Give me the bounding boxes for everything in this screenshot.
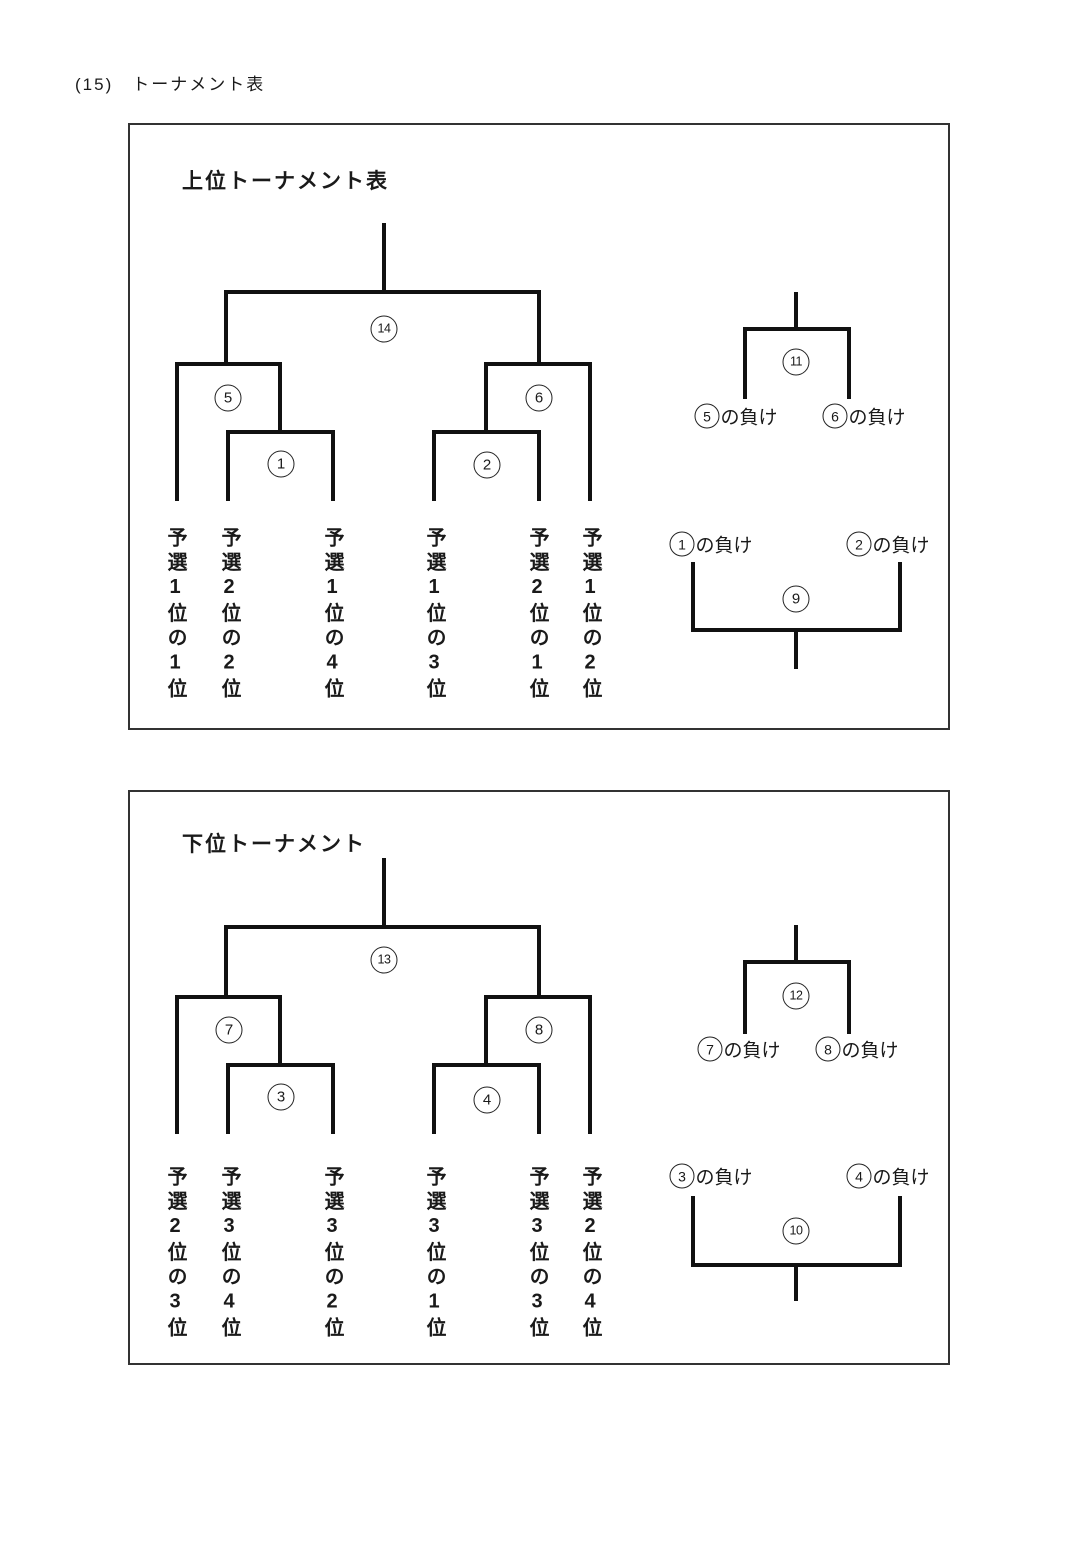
lower-panel-title: 下位トーナメント — [182, 833, 366, 856]
match-14-label: 14 — [370, 315, 398, 343]
entry-label: 予選2位の4位 — [579, 1166, 601, 1342]
match-6-number: 6 — [525, 384, 553, 412]
match-9-label: 9 — [782, 585, 810, 613]
loser-suffix: の負け — [872, 535, 930, 557]
entry-label: 予選2位の1位 — [526, 527, 548, 703]
match-12-label: 12 — [782, 982, 810, 1010]
entry-label: 予選3位の2位 — [321, 1166, 343, 1342]
match-5-number: 5 — [214, 384, 242, 412]
loser-suffix: の負け — [695, 1167, 753, 1189]
loser-suffix: の負け — [872, 1167, 930, 1189]
entry-label: 予選1位の3位 — [423, 527, 445, 703]
match-2-label: 2 — [473, 451, 501, 479]
match-2-number: 2 — [473, 451, 501, 479]
entry-label: 予選2位の2位 — [218, 527, 240, 703]
match-7-number: 7 — [215, 1016, 243, 1044]
loser-suffix: の負け — [695, 535, 753, 557]
loser-suffix: の負け — [720, 407, 778, 429]
match-13-label: 13 — [370, 946, 398, 974]
circled-1-icon: 1 — [669, 531, 695, 557]
circled-4-icon: 4 — [846, 1163, 872, 1189]
match-1-label: 1 — [267, 450, 295, 478]
match-3-number: 3 — [267, 1083, 295, 1111]
match-5-label: 5 — [214, 384, 242, 412]
loser-suffix: の負け — [723, 1040, 781, 1062]
match-14-number: 14 — [370, 315, 398, 343]
circled-7-icon: 7 — [697, 1036, 723, 1062]
match-12-number: 12 — [782, 982, 810, 1010]
entry-label: 予選1位の4位 — [321, 527, 343, 703]
lower-tournament-panel: 下位トーナメント — [128, 790, 950, 1365]
match-1-number: 1 — [267, 450, 295, 478]
match-6-label: 6 — [525, 384, 553, 412]
circled-3-icon: 3 — [669, 1163, 695, 1189]
match-11-label: 11 — [782, 348, 810, 376]
entry-label: 予選3位の1位 — [423, 1166, 445, 1342]
loser-suffix: の負け — [848, 407, 906, 429]
match-9-number: 9 — [782, 585, 810, 613]
entry-label: 予選3位の4位 — [218, 1166, 240, 1342]
entry-label: 予選1位の2位 — [579, 527, 601, 703]
circled-2-icon: 2 — [846, 531, 872, 557]
match-13-number: 13 — [370, 946, 398, 974]
match-7-label: 7 — [215, 1016, 243, 1044]
loser-suffix: の負け — [841, 1040, 899, 1062]
page-header: (15) トーナメント表 — [75, 75, 266, 94]
upper-panel-title: 上位トーナメント表 — [182, 170, 389, 193]
match-8-label: 8 — [525, 1016, 553, 1044]
entry-label: 予選2位の3位 — [164, 1166, 186, 1342]
match-3-label: 3 — [267, 1083, 295, 1111]
match-10-label: 10 — [782, 1217, 810, 1245]
match-4-label: 4 — [473, 1086, 501, 1114]
entry-label: 予選1位の1位 — [164, 527, 186, 703]
match-8-number: 8 — [525, 1016, 553, 1044]
upper-tournament-panel: 上位トーナメント表 — [128, 123, 950, 730]
match-11-number: 11 — [782, 348, 810, 376]
circled-6-icon: 6 — [822, 403, 848, 429]
circled-8-icon: 8 — [815, 1036, 841, 1062]
match-10-number: 10 — [782, 1217, 810, 1245]
match-4-number: 4 — [473, 1086, 501, 1114]
circled-5-icon: 5 — [694, 403, 720, 429]
entry-label: 予選3位の3位 — [526, 1166, 548, 1342]
